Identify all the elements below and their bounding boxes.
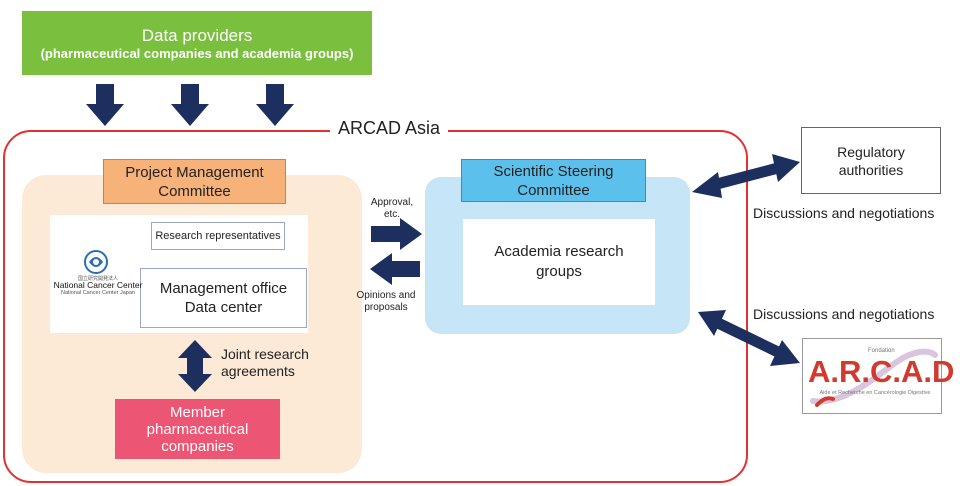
academia-line1: Academia research [494, 243, 624, 260]
discussions-label-bottom: Discussions and negotiations [753, 306, 935, 322]
opinions-line1: Opinions and [356, 290, 416, 301]
regulatory-line1: Regulatory [837, 143, 905, 160]
right-arrow-icon [371, 218, 422, 250]
arcad-tagline: Aide et Recherche en Cancérologie Digest… [819, 390, 931, 396]
approval-line1: Approval, [370, 197, 414, 208]
left-arrow-icon [370, 253, 420, 285]
member-line2: pharmaceutical [146, 420, 249, 438]
arcad-swoosh-icon [810, 348, 938, 407]
member-companies-box: Member pharmaceutical companies [115, 399, 280, 459]
management-office-box: Management office Data center [140, 268, 307, 328]
pmc-title-box: Project Management Committee [103, 159, 286, 204]
joint-research-line2: agreements [221, 363, 295, 379]
approval-line2: etc. [383, 209, 401, 220]
diagonal-double-arrow-upper-icon [692, 154, 800, 198]
ncc-name: National Cancer Center [53, 280, 143, 290]
management-office-line2: Data center [184, 299, 263, 316]
arcad-wordmark: A.R.C.A.D [808, 354, 955, 389]
data-providers-title: Data providers [141, 25, 253, 45]
member-line1: Member [169, 403, 225, 421]
diagonal-double-arrow-lower-icon [698, 310, 800, 366]
arcad-fondation-label: Fondation [868, 348, 895, 354]
ncc-logo-icon [84, 250, 108, 274]
management-office-line1: Management office [159, 280, 288, 297]
arcad-asia-label: ARCAD Asia [330, 118, 449, 139]
arcad-logo [802, 338, 942, 414]
academia-research-box: Academia research groups [463, 219, 655, 305]
opinions-line2: proposals [364, 302, 408, 313]
data-providers-subtitle: (pharmaceutical companies and academia g… [40, 45, 354, 61]
academia-line2: groups [536, 263, 582, 280]
discussions-label-top: Discussions and negotiations [753, 205, 935, 221]
ssc-title-box: Scientific Steering Committee [461, 159, 646, 202]
regulatory-line2: authorities [838, 161, 904, 178]
pmc-title-line1: Project Management [125, 163, 264, 181]
down-arrow-icon [171, 84, 209, 126]
ncc-subtitle: National Cancer Center Japan [61, 290, 135, 296]
regulatory-authorities-box: Regulatory authorities [801, 127, 941, 194]
opinions-label: Opinions and proposals [346, 290, 426, 314]
joint-research-label: Joint research agreements [221, 346, 341, 380]
member-line3: companies [161, 437, 234, 455]
approval-label: Approval, etc. [362, 197, 422, 221]
research-representatives-box: Research representatives [151, 222, 285, 250]
down-arrow-icon [86, 84, 124, 126]
vertical-double-arrow-icon [178, 340, 212, 392]
data-providers-box: Data providers (pharmaceutical companies… [22, 11, 372, 75]
ssc-title-line1: Scientific Steering [493, 162, 614, 180]
ncc-japanese-label: 国立研究開発法人 [77, 276, 118, 282]
ssc-title-line2: Committee [517, 181, 590, 199]
pmc-title-line2: Committee [158, 182, 231, 200]
joint-research-line1: Joint research [221, 346, 309, 362]
down-arrow-icon [256, 84, 294, 126]
